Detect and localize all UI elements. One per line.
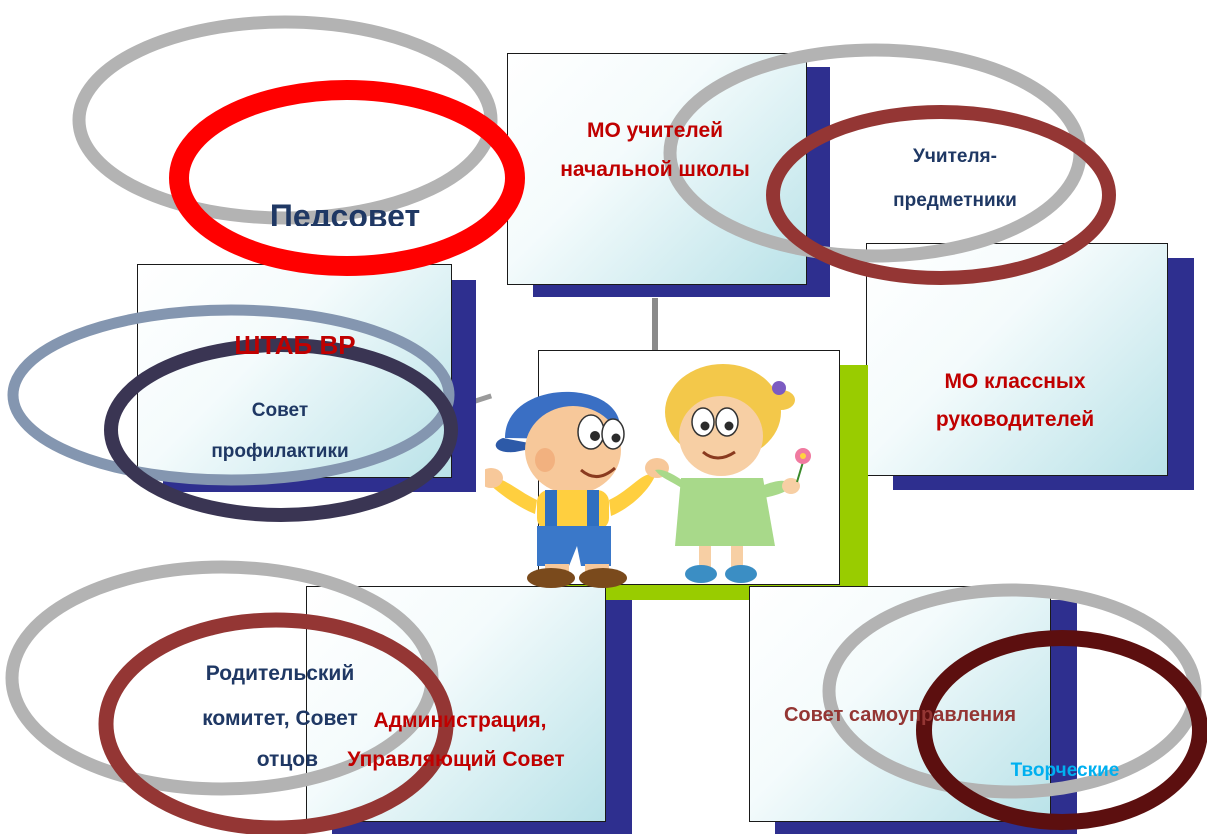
label-admin-line2: Управляющий Совет (347, 748, 565, 771)
children-illustration (485, 364, 811, 588)
connector-line-top (652, 298, 658, 350)
oval-brown-subject-teachers (766, 105, 1116, 285)
label-prevention-line1: Совет (251, 400, 309, 421)
oval-gray-top-left (72, 15, 498, 225)
oval-navy-prevention (104, 338, 458, 522)
label-subject-teachers-line2: предметники (893, 190, 1017, 211)
girl-figure (655, 364, 811, 583)
label-parents-line3: отцов (256, 748, 318, 771)
label-admin-line1: Администрация, (373, 709, 547, 732)
label-mo-class-line1: МО классных (944, 370, 1086, 393)
label-mo-primary-line2: начальной школы (560, 158, 750, 181)
label-parents-line1: Родительский (205, 662, 355, 685)
oval-brown-parents (98, 612, 454, 834)
label-self-government: Совет самоуправления (783, 704, 1017, 726)
label-subject-teachers-line1: Учителя- (913, 146, 997, 167)
oval-slate-shtab (7, 304, 455, 486)
label-shtab-vr: ШТАБ ВР (234, 330, 356, 360)
label-prevention-line2: профилактики (211, 441, 349, 462)
label-parents-line2: комитет, Совет (202, 707, 358, 730)
label-mo-class-line2: руководителей (935, 408, 1095, 431)
boy-figure (485, 391, 669, 588)
label-mo-primary-line1: МО учителей (586, 119, 724, 142)
oval-darkbrown-creative (916, 630, 1207, 830)
box-mo-primary-teachers (507, 53, 807, 285)
label-pedsovet: Педсовет (269, 198, 421, 226)
label-creative: Творческие (1010, 760, 1120, 781)
oval-red-pedsovet (169, 80, 525, 276)
box-self-government (749, 586, 1051, 822)
